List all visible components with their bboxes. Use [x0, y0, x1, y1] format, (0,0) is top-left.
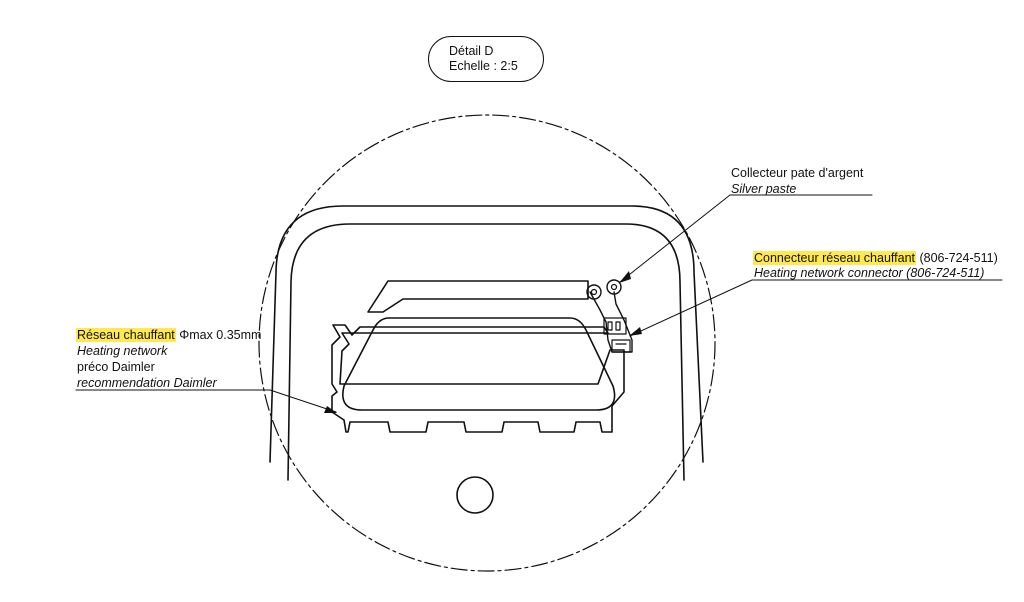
connector-label-highlight: Connecteur réseau chauffant — [753, 251, 916, 265]
connector-label-ref: (806-724-511) — [916, 251, 998, 265]
silver-paste-label-fr: Collecteur pate d'argent — [731, 166, 864, 180]
connector-label-fr: Connecteur réseau chauffant (806-724-511… — [753, 251, 998, 266]
connector-terminal-block — [603, 317, 627, 335]
arrow-head-silver-paste — [619, 271, 631, 283]
heating-network-label-highlight: Réseau chauffant — [76, 328, 176, 342]
detail-boundary-circle — [258, 114, 716, 572]
glass-inner-outline — [287, 223, 685, 481]
arrow-head-connector — [629, 327, 642, 336]
connector-base — [611, 339, 631, 353]
heating-network-label-en: Heating network — [77, 344, 168, 358]
glass-outer-outline — [269, 205, 704, 463]
heating-network-reco-en: recommendation Daimler — [77, 376, 217, 390]
leader-connector — [629, 279, 1003, 337]
silver-paste-terminal-right — [606, 279, 622, 295]
connector-label-en: Heating network connector (806-724-511) — [754, 266, 985, 280]
arrow-head-heating-network — [324, 406, 337, 413]
detail-title: Détail D — [449, 44, 494, 58]
heating-grid-outline — [331, 324, 625, 433]
heating-grid-inner-loop — [342, 317, 616, 411]
mounting-hole — [456, 476, 494, 514]
heating-busbar-upper — [367, 280, 589, 313]
leader-heating-network — [75, 389, 337, 413]
detail-scale: Echelle : 2:5 — [449, 59, 518, 73]
silver-paste-terminal-left-core — [590, 288, 598, 296]
leader-silver-paste — [619, 194, 873, 283]
heating-network-reco-fr: préco Daimler — [77, 360, 155, 374]
silver-paste-terminal-right-core — [610, 283, 618, 291]
silver-paste-terminal-left — [586, 284, 602, 300]
detail-badge: Détail D Echelle : 2:5 — [428, 36, 544, 82]
silver-paste-label-en: Silver paste — [731, 182, 797, 196]
heating-network-spec: Φmax 0.35mm — [179, 328, 262, 342]
heating-network-label-fr: Réseau chauffant Φmax 0.35mm — [76, 328, 261, 343]
